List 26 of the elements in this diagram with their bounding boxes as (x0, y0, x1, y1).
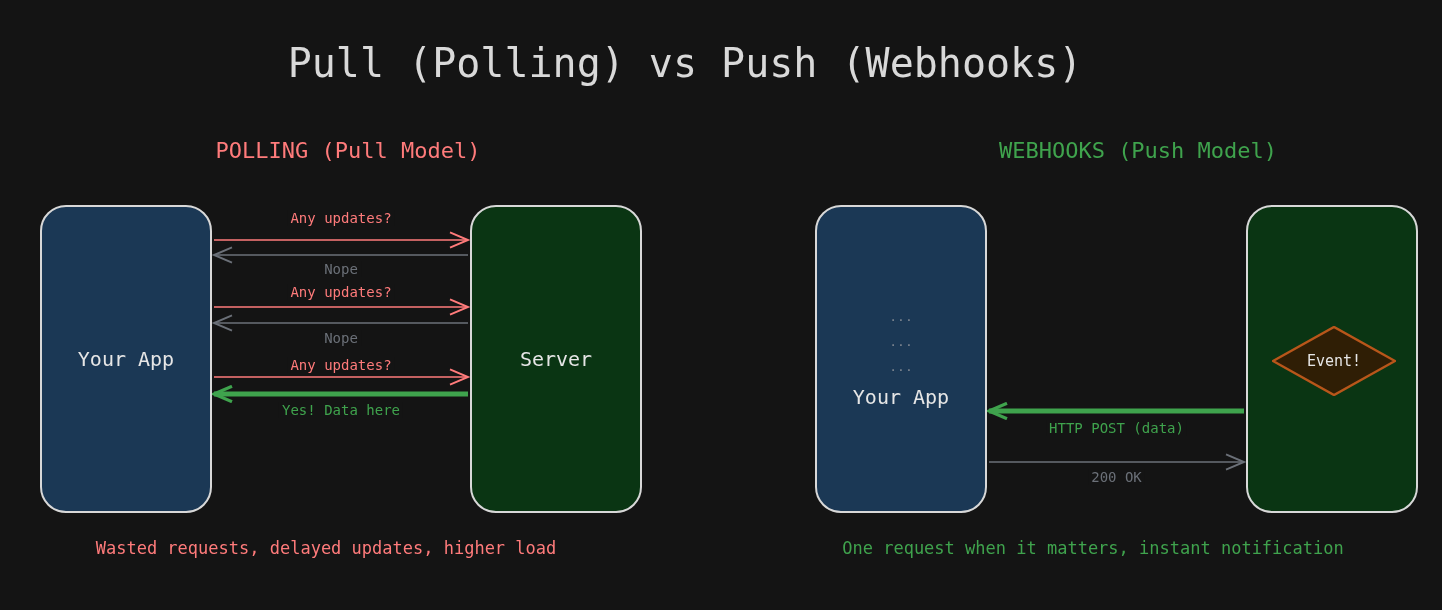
arrow (213, 368, 469, 386)
arrow (213, 246, 469, 264)
arrow (987, 401, 1244, 421)
arrow (213, 314, 469, 332)
section-heading: POLLING (Pull Model) (215, 138, 481, 163)
dots-text: ... (889, 309, 913, 323)
node-label: Event! (1306, 352, 1362, 370)
decision-diamond (1272, 326, 1396, 396)
process-box (1246, 205, 1418, 513)
process-box (470, 205, 642, 513)
arrow (988, 453, 1245, 471)
arrow (213, 231, 469, 249)
node-label: Server (519, 347, 593, 371)
title: Pull (Polling) vs Push (Webhooks) (287, 40, 1083, 86)
dots-text: ... (889, 334, 913, 348)
node-label: Your App (852, 384, 950, 409)
section-heading: WEBHOOKS (Push Model) (998, 138, 1278, 163)
process-box (815, 205, 987, 513)
arrow (212, 384, 468, 404)
note-text: Wasted requests, delayed updates, higher load (95, 538, 557, 558)
arrow (213, 298, 469, 316)
node-label: Your App (77, 347, 175, 371)
edge-label: Yes! Data here (279, 402, 403, 418)
dots-text: ... (889, 359, 913, 373)
process-box (40, 205, 212, 513)
note-text: One request when it matters, instant notification (842, 538, 1344, 558)
